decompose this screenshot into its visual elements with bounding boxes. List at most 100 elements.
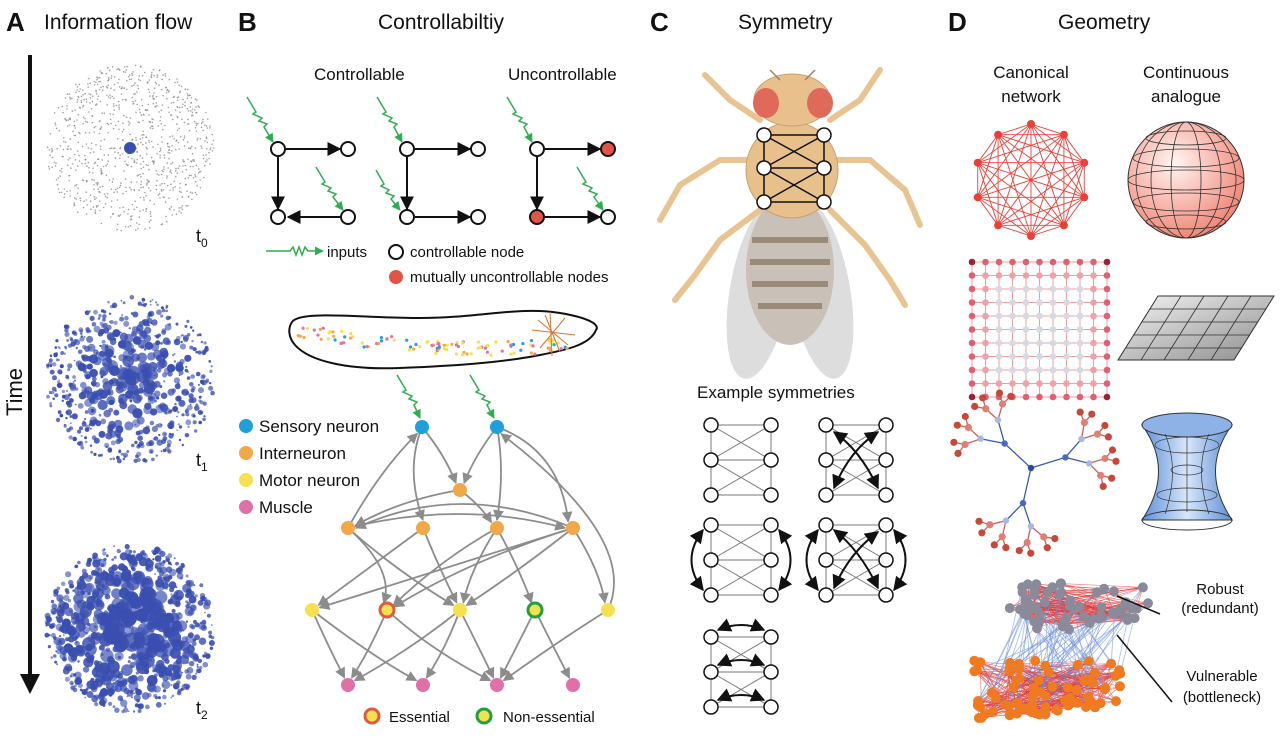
network-node — [76, 119, 78, 121]
continuous-label-2: analogue — [1151, 87, 1221, 106]
network-node — [79, 88, 81, 90]
network-node — [84, 159, 87, 161]
network-node — [95, 81, 97, 84]
lattice-node — [982, 353, 989, 360]
robust-label: Robust — [1196, 581, 1244, 598]
network-node — [173, 95, 175, 98]
network-node — [103, 569, 106, 573]
network-node — [68, 180, 70, 182]
network-node — [153, 87, 156, 89]
network-node — [195, 130, 198, 132]
network-node — [173, 377, 180, 384]
network-node — [146, 317, 153, 324]
network-node — [118, 104, 120, 106]
network-node — [148, 114, 150, 116]
network-node — [99, 148, 102, 150]
worm-neuron — [430, 343, 434, 347]
lattice-node — [1022, 326, 1030, 333]
network-node — [205, 653, 211, 659]
vulnerable-node — [1063, 682, 1073, 693]
network-node — [73, 153, 76, 156]
network-node — [123, 66, 126, 68]
network-node — [98, 454, 101, 457]
robust-node — [1017, 587, 1028, 598]
network-node — [128, 656, 132, 659]
worm-neuron — [521, 342, 525, 346]
network-node — [93, 184, 95, 186]
network-node — [137, 87, 140, 90]
vulnerable-sublabel: (bottleneck) — [1183, 689, 1261, 706]
network-node — [81, 421, 87, 427]
network-node — [136, 103, 138, 106]
network-node — [140, 98, 143, 101]
network-node — [120, 331, 122, 334]
network-node — [67, 119, 70, 121]
network-node — [78, 106, 81, 109]
connectome-nodes — [305, 420, 615, 692]
network-node — [167, 106, 170, 109]
network-node — [77, 187, 79, 190]
network-node — [146, 147, 148, 150]
network-node — [173, 557, 176, 560]
network-node — [153, 98, 155, 100]
network-node — [82, 601, 90, 609]
network-node — [174, 186, 176, 188]
network-node — [101, 89, 104, 91]
network-node — [70, 167, 72, 169]
network-node — [171, 433, 175, 436]
network-node — [155, 608, 167, 619]
network-node — [66, 164, 69, 166]
network-node — [158, 561, 163, 565]
network-node — [114, 651, 124, 661]
network-node — [74, 197, 76, 199]
network-node — [183, 135, 186, 137]
robust-node — [1092, 587, 1102, 598]
network-node — [153, 203, 155, 205]
lattice-node — [1103, 393, 1111, 401]
essential-node — [378, 601, 396, 619]
network-node — [67, 363, 73, 369]
network-node — [168, 410, 172, 414]
network-node — [121, 314, 124, 317]
network-node — [98, 77, 101, 79]
network-node — [57, 369, 63, 375]
network-node — [53, 352, 58, 358]
tree-node — [1101, 421, 1109, 430]
network-node — [143, 624, 147, 628]
network-node — [110, 440, 116, 446]
lattice-node — [995, 258, 1003, 266]
network-node — [106, 196, 108, 199]
network-node — [198, 333, 202, 337]
network-node — [135, 111, 137, 114]
network-node — [173, 352, 176, 355]
lattice-node — [968, 353, 976, 360]
network-node — [105, 445, 108, 448]
network-node — [77, 403, 84, 409]
network-node — [138, 121, 140, 124]
connectome-edge — [502, 609, 609, 682]
network-node — [209, 125, 211, 127]
network-node — [128, 675, 138, 685]
worm-neuron — [340, 329, 344, 333]
worm-neuron — [365, 345, 369, 349]
connectome-node — [415, 420, 429, 434]
tree-node — [1101, 454, 1109, 463]
network-node — [130, 215, 132, 218]
vulnerable-node — [1000, 699, 1011, 710]
panel-d-letter: D — [948, 7, 967, 37]
lattice-node — [995, 366, 1003, 374]
network-node — [150, 140, 153, 143]
network-node — [136, 181, 138, 183]
tree-node — [1015, 547, 1023, 555]
network-node — [182, 98, 184, 101]
network-node — [188, 660, 195, 667]
connectome-edge — [353, 609, 461, 682]
worm-neuron — [351, 335, 355, 339]
network-node — [185, 365, 188, 368]
network-node — [170, 593, 173, 596]
tree-node — [953, 421, 961, 429]
network-node — [56, 663, 59, 666]
network-node — [132, 100, 134, 103]
network-node — [104, 345, 108, 349]
network-node — [160, 188, 163, 191]
